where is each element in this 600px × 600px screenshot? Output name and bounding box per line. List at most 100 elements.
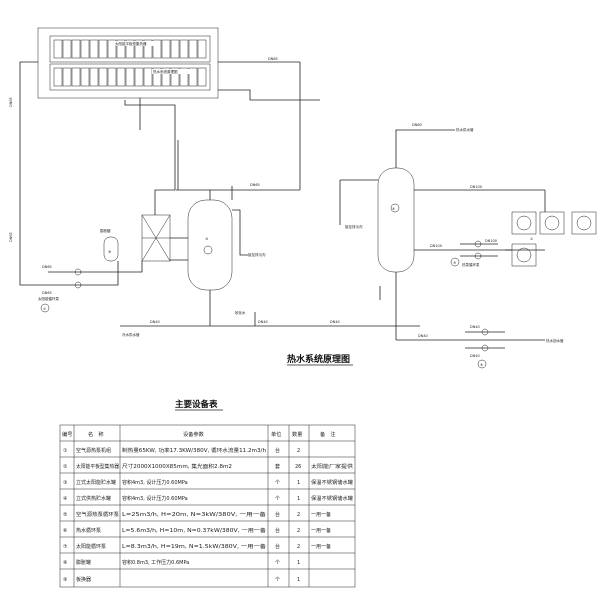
svg-text:台: 台 (275, 527, 280, 534)
svg-text:太阳能厂家提供: 太阳能厂家提供 (311, 463, 353, 470)
pipe-label-dn80: DN80 (412, 123, 422, 127)
svg-text:个: 个 (275, 480, 280, 486)
pipe-label-dn65-left-1: DN65 (9, 97, 13, 107)
table-row: ③ 立式太阳能贮水罐 容积4m3, 设计压力0.60MPa 个 1 保温不锈钢储… (63, 479, 353, 486)
pipe-label-dn40-b: DN40 (258, 320, 268, 324)
cold-water-note: 冷水供水管 (122, 332, 140, 337)
table-row: ④ 立式供热贮水罐 容积4m3, 设计压力0.60MPa 个 1 保温不锈钢储水… (63, 495, 353, 502)
svg-text:④: ④ (63, 496, 68, 502)
svg-text:1: 1 (297, 496, 300, 502)
svg-text:板换器: 板换器 (76, 576, 91, 583)
softener-note: 软化水 (235, 310, 246, 315)
pipe-network: 膨胀罐 ⑧ DN65 DN65 太阳能循环泵 ⑦ DN65 DN65 DN65 … (9, 57, 597, 369)
svg-text:2: 2 (297, 448, 300, 454)
pipe-label-dn40-d: DN40 (470, 325, 480, 329)
svg-text:⑤: ⑤ (63, 512, 67, 518)
svg-text:2: 2 (297, 544, 300, 550)
pipe-label-dn65-left-2: DN65 (9, 232, 13, 242)
collector-sublabel: 热水系统原理图 (153, 69, 178, 74)
svg-text:个: 个 (275, 560, 280, 566)
table-header-name: 名 称 (88, 430, 104, 438)
table-header-qty: 数量 (292, 430, 302, 438)
svg-text:台: 台 (275, 511, 280, 518)
svg-text:1: 1 (297, 577, 300, 583)
pipe-label-dn40-e: DN40 (470, 354, 480, 358)
svg-text:立式太阳能贮水罐: 立式太阳能贮水罐 (76, 479, 116, 486)
svg-text:2: 2 (297, 528, 300, 534)
pipe-label-dn100-c: DN100 (485, 239, 497, 243)
svg-text:保温不锈钢储水罐: 保温不锈钢储水罐 (311, 495, 353, 502)
circle-number-4: ④ (392, 207, 395, 211)
pipe-label-dn100-a: DN100 (470, 185, 482, 189)
svg-text:一用一备: 一用一备 (311, 511, 331, 518)
pipe-label-dn65-a: DN65 (42, 265, 52, 269)
table-row: ⑥ 热水循环泵 L=5.6m3/h, H=10m, N=0.37kW/380V,… (63, 527, 331, 534)
table-row: ① 空气源热泵机组 制热量65KW, 功率17.3KW/380V, 循环水流量1… (63, 447, 300, 454)
svg-text:个: 个 (275, 577, 280, 583)
svg-text:⑥: ⑥ (63, 528, 68, 534)
vent-note-1: 接至排污沟 (248, 252, 266, 257)
solar-pump-label: 太阳能循环泵 (38, 296, 59, 301)
svg-text:膨胀罐: 膨胀罐 (76, 559, 91, 566)
svg-text:尺寸2000X1000X85mm, 集光面积2.8m2: 尺寸2000X1000X85mm, 集光面积2.8m2 (122, 463, 232, 470)
equipment-table: 编号 名 称 设备参数 单位 数量 备 注 ① 空气源热泵机组 制热量65KW,… (59, 424, 356, 588)
circle-number-3: ③ (205, 237, 208, 241)
circle-number-5: ⑤ (453, 261, 456, 265)
expansion-tank (103, 236, 119, 262)
svg-text:1: 1 (297, 560, 300, 566)
svg-text:台: 台 (275, 447, 280, 454)
pipe-label-dn40-a: DN40 (150, 320, 160, 324)
svg-text:太阳能平板型集热器: 太阳能平板型集热器 (76, 463, 119, 470)
svg-text:⑨: ⑨ (63, 577, 67, 583)
svg-text:台: 台 (275, 543, 280, 550)
svg-text:容积4m3, 设计压力0.60MPa: 容积4m3, 设计压力0.60MPa (122, 479, 188, 486)
expansion-label: 膨胀罐 (100, 228, 111, 233)
svg-text:⑦: ⑦ (63, 544, 68, 550)
pipe-label-dn65-top: DN65 (268, 57, 278, 61)
air-source-heat-pump-units (511, 211, 597, 267)
table-row: ⑧ 膨胀罐 容积0.8m3, 工作压力0.6MPa 个 1 (63, 559, 300, 566)
table-title: 主要设备表 (175, 399, 218, 410)
solar-storage-tank (187, 199, 233, 291)
heating-storage-tank (377, 167, 415, 273)
table-row: ② 太阳能平板型集热器 尺寸2000X1000X85mm, 集光面积2.8m2 … (63, 463, 353, 470)
svg-text:L=8.3m3/h, H=19m, N=1.5kW/380V: L=8.3m3/h, H=19m, N=1.5kW/380V, 一用一备 (122, 543, 266, 550)
svg-text:空气源热泵机组: 空气源热泵机组 (76, 447, 111, 454)
circle-number-7: ⑦ (43, 307, 46, 311)
circle-number-8: ⑧ (108, 250, 112, 254)
svg-text:③: ③ (63, 480, 67, 486)
table-row: ⑤ 空气源热泵循环泵 L=25m3/h, H=20m, N=3kW/380V, … (63, 511, 331, 518)
svg-text:个: 个 (275, 496, 280, 502)
circle-number-6: ⑥ (480, 363, 484, 367)
pipe-label-dn65-low: DN40 (330, 320, 340, 324)
vent-note-2: 接至排污沟 (345, 224, 363, 229)
svg-text:一用一备: 一用一备 (311, 527, 331, 534)
svg-text:26: 26 (295, 464, 301, 470)
svg-text:②: ② (63, 464, 68, 470)
svg-text:一用一备: 一用一备 (311, 543, 331, 550)
pipe-label-dn65-mid: DN65 (250, 183, 260, 187)
svg-text:空气源热泵循环泵: 空气源热泵循环泵 (76, 511, 119, 518)
svg-text:立式供热贮水罐: 立式供热贮水罐 (76, 495, 111, 502)
svg-text:L=25m3/h, H=20m, N=3kW/380V, 一: L=25m3/h, H=20m, N=3kW/380V, 一用一备 (122, 511, 266, 518)
pipe-label-dn65-b: DN65 (42, 291, 52, 295)
table-header-note: 备 注 (320, 430, 336, 438)
table-header-no: 编号 (62, 430, 72, 438)
hot-water-supply-note: 热水供水管 (456, 127, 474, 132)
svg-text:①: ① (63, 448, 68, 454)
table-row: ⑦ 太阳能循环泵 L=8.3m3/h, H=19m, N=1.5kW/380V,… (63, 543, 331, 550)
svg-text:制热量65KW, 功率17.3KW/380V, 循环水流量1: 制热量65KW, 功率17.3KW/380V, 循环水流量11.2m3/h (122, 447, 266, 454)
svg-text:容积0.8m3, 工作压力0.6MPa: 容积0.8m3, 工作压力0.6MPa (122, 559, 189, 566)
collector-label: 太阳能平板型集热器 (115, 41, 147, 46)
circle-number-1: ① (530, 237, 533, 241)
table-row: ⑨ 板换器 个 1 (63, 576, 300, 583)
heat-pump-pump-label: 热泵循环泵 (462, 262, 480, 267)
svg-text:保温不锈钢储水罐: 保温不锈钢储水罐 (311, 479, 353, 486)
pipe-label-dn100-b: DN100 (430, 244, 442, 248)
svg-text:1: 1 (297, 480, 300, 486)
table-header-spec: 设备参数 (183, 430, 205, 438)
svg-text:太阳能循环泵: 太阳能循环泵 (76, 543, 106, 550)
svg-text:2: 2 (297, 512, 300, 518)
svg-text:⑧: ⑧ (63, 560, 68, 566)
